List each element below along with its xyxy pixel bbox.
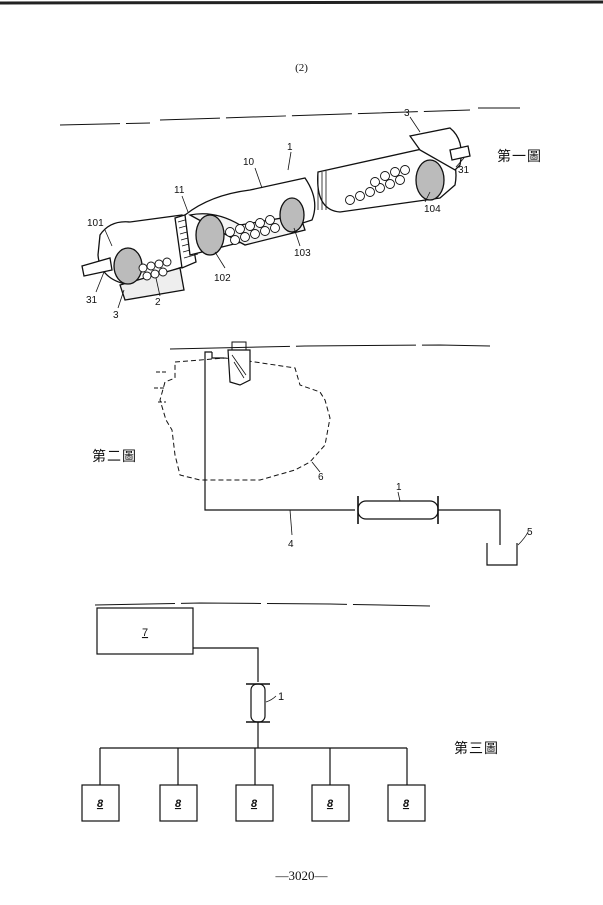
figure-1-filter-cartridge: 1 10 11 101 102 103 104 2 3 3 31 31: [59, 107, 520, 321]
consumer-box: [159, 784, 198, 822]
fig1-label-104: 104: [424, 204, 441, 215]
fig1-label-31-right: 31: [458, 165, 470, 176]
box-label: 8: [251, 798, 258, 810]
fig1-label-103: 103: [294, 248, 311, 259]
injector-pump: [227, 349, 251, 386]
box-label: 8: [97, 798, 104, 810]
fig2-label-1: 1: [396, 482, 402, 493]
consumer-box: [387, 784, 426, 822]
consumer-box: [235, 784, 274, 822]
fig1-label-102: 102: [214, 273, 231, 284]
fig1-label-31-left: 31: [86, 295, 98, 306]
figure-3-distribution-diagram: 7 1 8 8 8 8 8: [81, 602, 431, 822]
left-mesh-screen: [113, 247, 143, 285]
fig2-label-4: 4: [288, 539, 294, 550]
fig3-label-1: 1: [278, 691, 284, 703]
fig2-label-6: 6: [318, 472, 324, 483]
consumer-box: [81, 784, 120, 822]
left-outlet-pipe: [81, 257, 113, 277]
mesh-screen-102: [195, 214, 225, 256]
fuel-tank: [486, 543, 518, 566]
fig1-label-101: 101: [87, 218, 104, 229]
engine-outline: [159, 357, 331, 481]
fig1-label-10: 10: [243, 157, 255, 168]
figure-2-engine-system: 1 4 5 6: [154, 341, 533, 566]
box-label: 8: [403, 798, 410, 810]
figure-1-caption: 第一圖: [497, 149, 542, 165]
page-footer: —3020—: [275, 868, 328, 883]
fig1-label-3-left: 3: [113, 310, 119, 321]
vertical-filter: [250, 683, 266, 723]
source-box: [96, 607, 194, 655]
fig1-label-1: 1: [287, 142, 293, 153]
filter-balls: [138, 165, 410, 281]
scan-border: [0, 0, 603, 5]
mesh-screen-104: [415, 159, 445, 201]
fig2-label-5: 5: [527, 527, 533, 538]
page-number: (2): [295, 62, 308, 74]
box-label: 8: [327, 798, 334, 810]
box-label: 8: [175, 798, 182, 810]
right-outlet-pipe: [449, 145, 471, 161]
mesh-screen-103: [279, 197, 305, 233]
figure-2-caption: 第二圖: [92, 449, 137, 465]
fuel-line: [204, 351, 355, 511]
fig1-label-2: 2: [155, 297, 161, 308]
fig1-label-11: 11: [174, 185, 185, 196]
consumer-box: [311, 784, 350, 822]
fig3-label-7: 7: [142, 627, 148, 639]
inline-filter: [357, 500, 439, 520]
figure-3-caption: 第三圖: [454, 741, 499, 757]
fig1-label-3-right: 3: [404, 108, 410, 119]
